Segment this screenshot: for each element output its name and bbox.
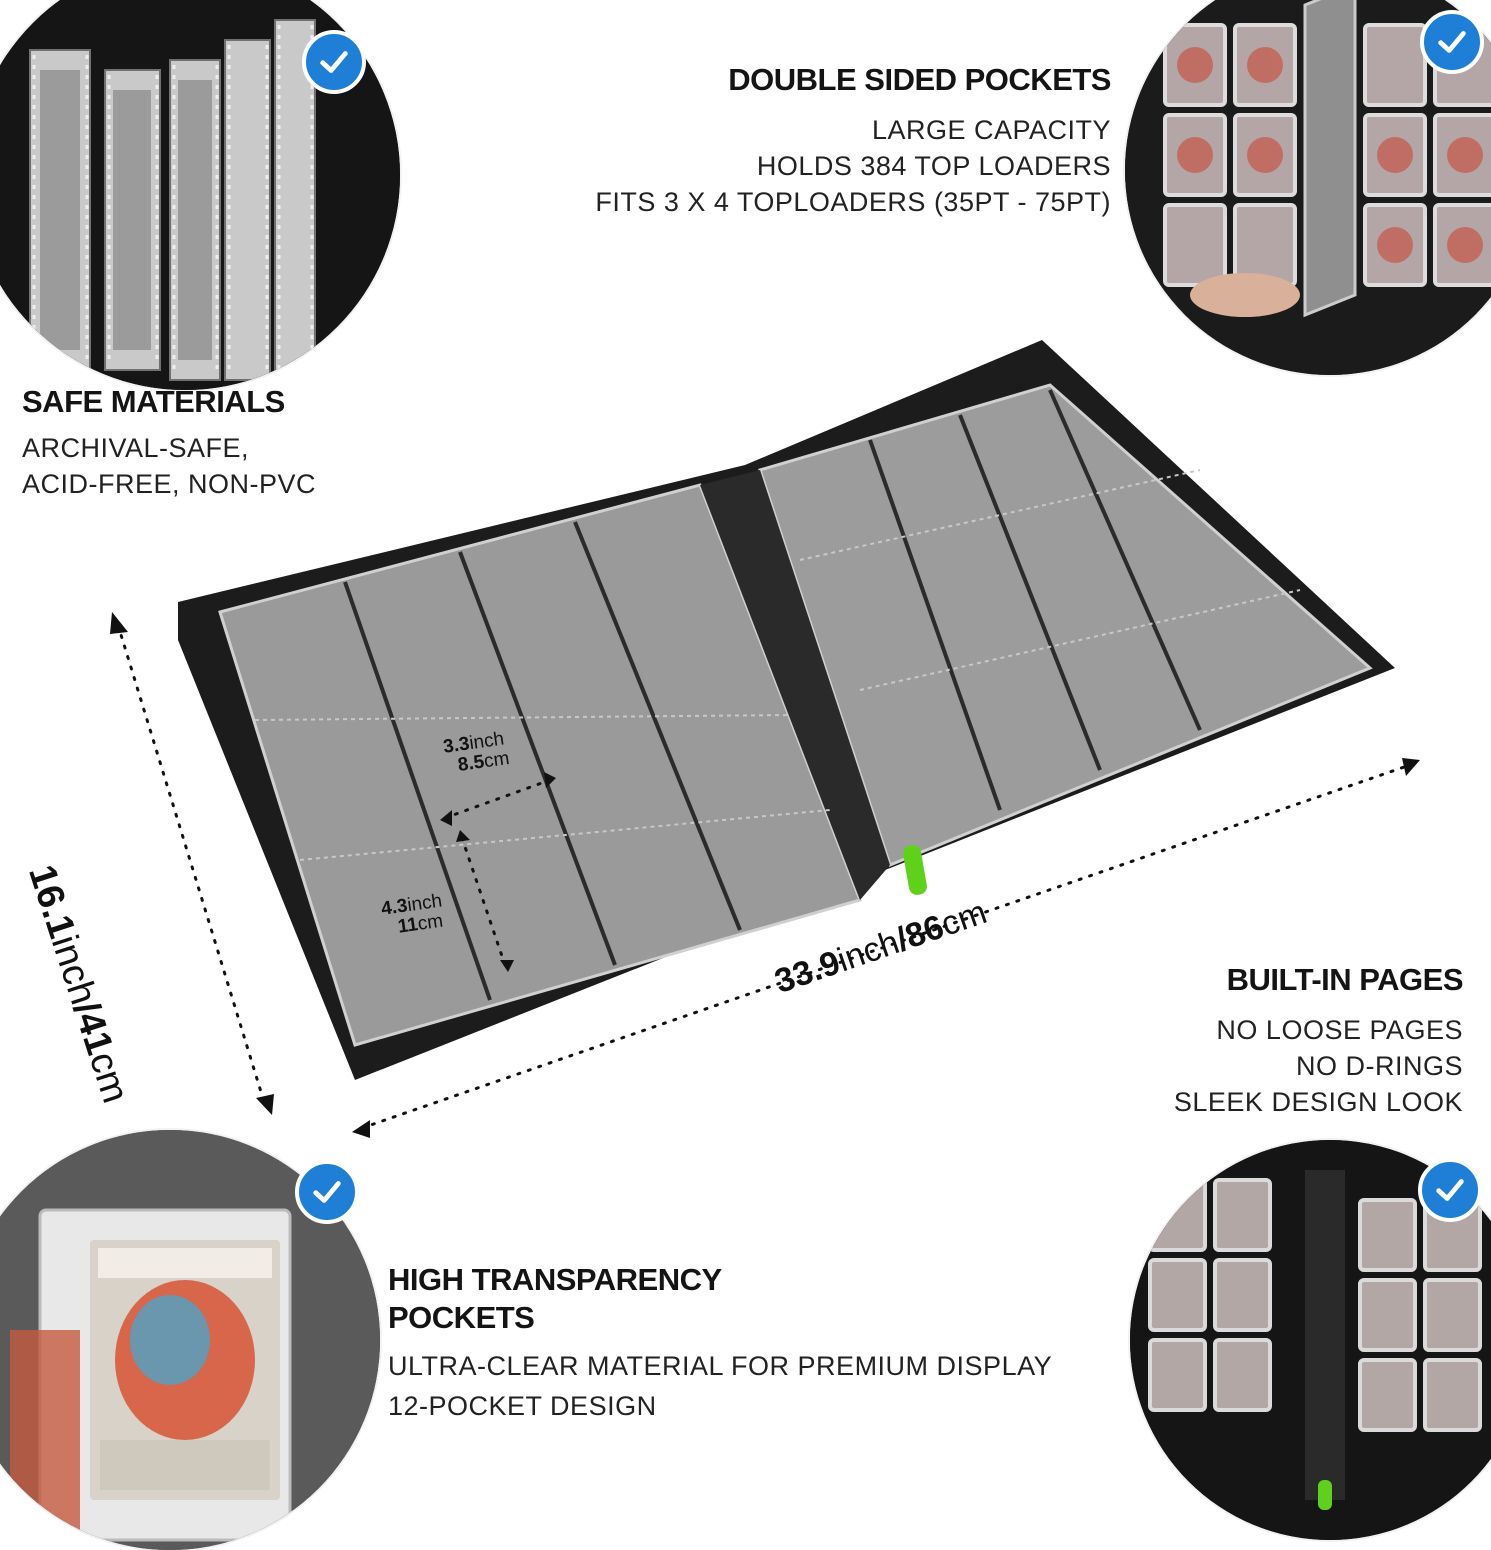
pocket-width-cm-unit: cm xyxy=(482,747,511,773)
safe-materials-line-2: ACID-FREE, NON-PVC xyxy=(22,469,317,499)
high-transparency-photo xyxy=(0,1130,380,1550)
high-transparency-title-line-1: HIGH TRANSPARENCY xyxy=(388,1262,722,1297)
high-transparency-title-line-2: POCKETS xyxy=(388,1300,535,1335)
double-sided-line-1: LARGE CAPACITY xyxy=(871,115,1111,145)
double-sided-line-3: FITS 3 X 4 TOPLOADERS (35PT - 75PT) xyxy=(595,187,1111,217)
safe-materials-line-1: ARCHIVAL-SAFE, xyxy=(22,433,250,463)
double-sided-line-2: HOLDS 384 TOP LOADERS xyxy=(756,151,1111,181)
high-transparency-line-2: 12-POCKET DESIGN xyxy=(388,1391,657,1421)
pocket-height-label: 4.3inch 11cm xyxy=(380,890,446,939)
safe-materials-title: SAFE MATERIALS xyxy=(22,384,285,419)
built-in-pages-line-1: NO LOOSE PAGES xyxy=(1216,1015,1463,1045)
built-in-pages-title: BUILT-IN PAGES xyxy=(1226,962,1464,997)
double-sided-title: DOUBLE SIDED POCKETS xyxy=(728,62,1111,97)
checkmark-icon xyxy=(302,30,366,94)
pocket-height-cm-unit: cm xyxy=(416,910,445,935)
built-in-pages-line-2: NO D-RINGS xyxy=(1296,1051,1463,1081)
checkmark-icon xyxy=(1418,1158,1482,1222)
high-transparency-line-1: ULTRA-CLEAR MATERIAL FOR PREMIUM DISPLAY xyxy=(388,1351,1053,1381)
checkmark-icon xyxy=(295,1160,359,1224)
checkmark-icon xyxy=(1420,10,1484,74)
pocket-width-cm-value: 8.5 xyxy=(456,751,486,776)
built-in-pages-line-3: SLEEK DESIGN LOOK xyxy=(1173,1087,1463,1117)
binder-illustration xyxy=(110,340,1420,1138)
